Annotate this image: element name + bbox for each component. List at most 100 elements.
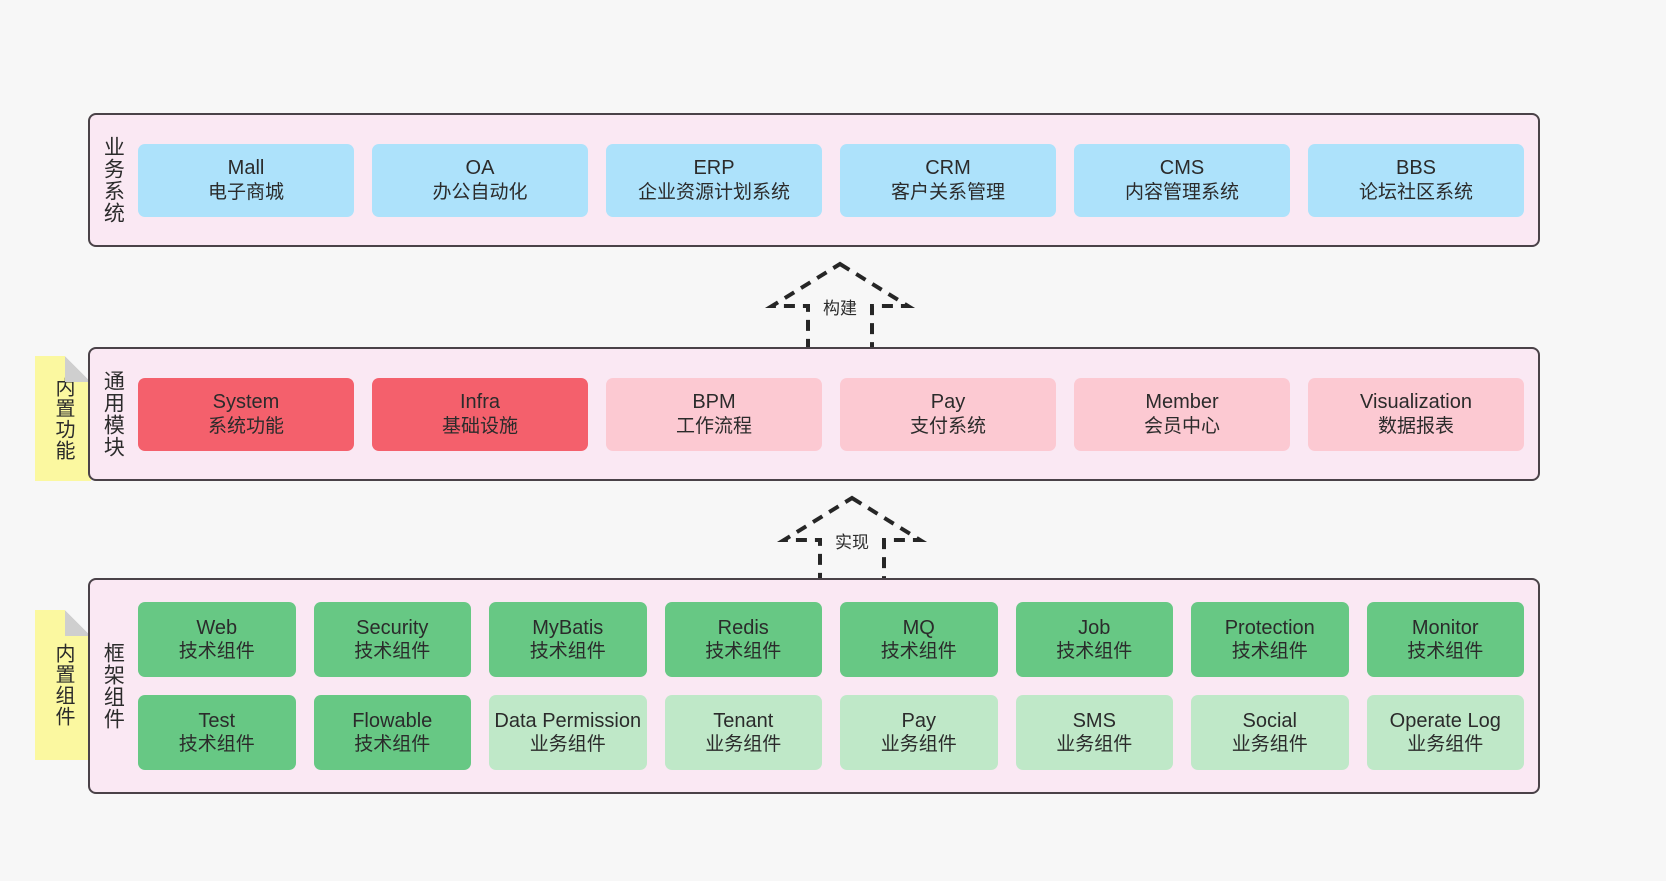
card-cms[interactable]: CMS 内容管理系统	[1074, 143, 1290, 217]
card-member-name: Member	[1145, 391, 1219, 414]
card-oa-desc: 办公自动化	[432, 181, 528, 203]
card-security-name: Security	[356, 616, 429, 639]
layer-framework-component: 框架组件 Web 技术组件 Security 技术组件 MyBatis 技术组件…	[88, 578, 1540, 794]
card-operate-log[interactable]: Operate Log 业务组件	[1366, 695, 1524, 770]
card-flowable-desc: 技术组件	[354, 734, 431, 756]
card-operate-log-name: Operate Log	[1389, 709, 1501, 732]
card-pay-module-name: Pay	[930, 391, 966, 414]
card-sms-desc: 业务组件	[1056, 734, 1133, 756]
card-pay-module[interactable]: Pay 支付系统	[840, 377, 1056, 451]
card-system[interactable]: System 系统功能	[138, 377, 354, 451]
card-job-desc: 技术组件	[1056, 641, 1133, 663]
card-redis-name: Redis	[717, 616, 769, 639]
card-oa-name: OA	[465, 157, 495, 180]
card-crm-name: CRM	[925, 157, 971, 180]
card-erp-name: ERP	[693, 157, 735, 180]
card-flowable[interactable]: Flowable 技术组件	[313, 695, 471, 770]
card-mq-name: MQ	[902, 616, 935, 639]
card-flowable-name: Flowable	[352, 709, 433, 732]
card-visualization-desc: 数据报表	[1377, 415, 1454, 437]
layer-business-body: Mall 电子商城 OA 办公自动化 ERP 企业资源计划系统 CRM 客户关系…	[134, 115, 1538, 245]
card-bbs-name: BBS	[1395, 157, 1437, 180]
layer-business-row: Mall 电子商城 OA 办公自动化 ERP 企业资源计划系统 CRM 客户关系…	[138, 143, 1524, 217]
card-web-desc: 技术组件	[178, 641, 255, 663]
card-monitor-name: Monitor	[1411, 616, 1479, 639]
card-tenant-desc: 业务组件	[705, 734, 782, 756]
card-pay-module-desc: 支付系统	[909, 415, 986, 437]
card-mq[interactable]: MQ 技术组件	[840, 602, 998, 677]
card-web[interactable]: Web 技术组件	[138, 602, 296, 677]
card-oa[interactable]: OA 办公自动化	[372, 143, 588, 217]
card-member[interactable]: Member 会员中心	[1074, 377, 1290, 451]
card-security[interactable]: Security 技术组件	[313, 602, 471, 677]
layer-common-module: 通用模块 System 系统功能 Infra 基础设施 BPM 工作流程 Pay…	[88, 347, 1540, 481]
card-security-desc: 技术组件	[354, 641, 431, 663]
card-crm[interactable]: CRM 客户关系管理	[840, 143, 1056, 217]
layer-business-title: 业务系统	[101, 136, 125, 224]
layer-common-body: System 系统功能 Infra 基础设施 BPM 工作流程 Pay 支付系统…	[134, 349, 1538, 479]
card-cms-desc: 内容管理系统	[1124, 181, 1239, 203]
card-job-name: Job	[1078, 616, 1111, 639]
card-job[interactable]: Job 技术组件	[1015, 602, 1173, 677]
card-test-name: Test	[198, 709, 236, 732]
card-visualization[interactable]: Visualization 数据报表	[1308, 377, 1524, 451]
card-mq-desc: 技术组件	[880, 641, 957, 663]
card-redis-desc: 技术组件	[705, 641, 782, 663]
card-bbs-desc: 论坛社区系统	[1358, 181, 1473, 203]
card-bpm-name: BPM	[692, 391, 736, 414]
card-erp-desc: 企业资源计划系统	[637, 181, 790, 203]
card-data-permission[interactable]: Data Permission 业务组件	[489, 695, 647, 770]
card-mall-name: Mall	[227, 157, 265, 180]
card-monitor-desc: 技术组件	[1407, 641, 1484, 663]
note-builtin-function: 内置功能	[35, 356, 91, 481]
card-mybatis-desc: 技术组件	[529, 641, 606, 663]
card-test[interactable]: Test 技术组件	[138, 695, 296, 770]
card-visualization-name: Visualization	[1360, 391, 1472, 414]
connector-implement: 实现	[772, 490, 932, 590]
layer-business-system: 业务系统 Mall 电子商城 OA 办公自动化 ERP 企业资源计划系统 CRM…	[88, 113, 1540, 247]
card-pay-component-name: Pay	[901, 709, 936, 732]
card-mall-desc: 电子商城	[207, 181, 284, 203]
layer-common-title: 通用模块	[101, 370, 125, 458]
layer-common-row: System 系统功能 Infra 基础设施 BPM 工作流程 Pay 支付系统…	[138, 377, 1524, 451]
card-web-name: Web	[196, 616, 238, 639]
card-bbs[interactable]: BBS 论坛社区系统	[1308, 143, 1524, 217]
card-mall[interactable]: Mall 电子商城	[138, 143, 354, 217]
card-tenant[interactable]: Tenant 业务组件	[664, 695, 822, 770]
card-social[interactable]: Social 业务组件	[1191, 695, 1349, 770]
card-bpm-desc: 工作流程	[675, 415, 752, 437]
card-pay-component-desc: 业务组件	[880, 734, 957, 756]
note-common-label: 内置功能	[52, 376, 74, 461]
card-system-desc: 系统功能	[207, 415, 284, 437]
card-erp[interactable]: ERP 企业资源计划系统	[606, 143, 822, 217]
card-system-name: System	[212, 391, 280, 414]
card-mybatis-name: MyBatis	[532, 616, 604, 639]
card-test-desc: 技术组件	[178, 734, 255, 756]
card-crm-desc: 客户关系管理	[890, 181, 1005, 203]
card-operate-log-desc: 业务组件	[1407, 734, 1484, 756]
card-data-permission-name: Data Permission	[494, 709, 642, 732]
card-cms-name: CMS	[1159, 157, 1205, 180]
card-redis[interactable]: Redis 技术组件	[664, 602, 822, 677]
card-tenant-name: Tenant	[713, 709, 774, 732]
card-protection[interactable]: Protection 技术组件	[1191, 602, 1349, 677]
card-pay-component[interactable]: Pay 业务组件	[840, 695, 998, 770]
connector-build-label: 构建	[821, 294, 859, 319]
card-data-permission-desc: 业务组件	[529, 734, 606, 756]
card-bpm[interactable]: BPM 工作流程	[606, 377, 822, 451]
connector-implement-label: 实现	[833, 528, 871, 553]
connector-build: 构建	[760, 256, 920, 356]
card-sms-name: SMS	[1072, 709, 1116, 732]
card-infra[interactable]: Infra 基础设施	[372, 377, 588, 451]
card-sms[interactable]: SMS 业务组件	[1015, 695, 1173, 770]
card-social-desc: 业务组件	[1231, 734, 1308, 756]
layer-framework-body: Web 技术组件 Security 技术组件 MyBatis 技术组件 Redi…	[134, 580, 1538, 792]
layer-framework-row-tech: Web 技术组件 Security 技术组件 MyBatis 技术组件 Redi…	[138, 602, 1524, 677]
note-framework-label: 内置组件	[52, 643, 74, 727]
note-builtin-component: 内置组件	[35, 610, 91, 760]
card-mybatis[interactable]: MyBatis 技术组件	[489, 602, 647, 677]
card-social-name: Social	[1242, 709, 1297, 732]
card-protection-desc: 技术组件	[1231, 641, 1308, 663]
card-monitor[interactable]: Monitor 技术组件	[1366, 602, 1524, 677]
